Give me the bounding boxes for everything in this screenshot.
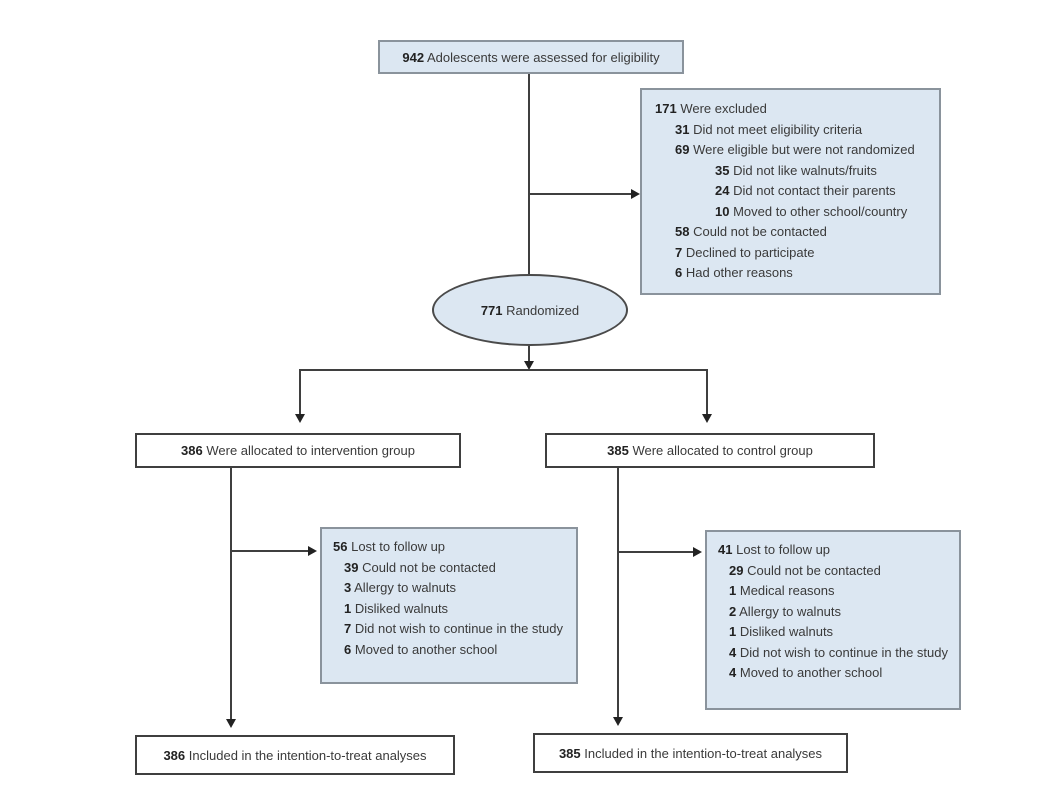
lost-intervention-item: 3 Allergy to walnuts (344, 580, 457, 595)
connector-assessed-to-randomized (528, 74, 530, 274)
lost-control-item: 1 Disliked walnuts (729, 624, 834, 639)
excluded-item: 10 Moved to other school/country (715, 203, 908, 219)
lost-control-item: 4 Moved to another school (729, 665, 883, 680)
allocation-control-box: 385 Were allocated to control group (545, 433, 875, 468)
lost-intervention-item: 1 Disliked walnuts (344, 600, 449, 616)
excluded-item: 6 Had other reasons (675, 265, 793, 280)
connector-branch-excluded (529, 193, 631, 195)
excluded-item: 35 Did not like walnuts/fruits (715, 162, 877, 178)
itt-control-label: 385 Included in the intention-to-treat a… (558, 745, 823, 761)
allocation-control-label: 385 Were allocated to control group (607, 443, 813, 458)
excluded-item: 24 Did not contact their parents (715, 183, 896, 198)
arrowhead-itt-control (613, 717, 623, 726)
excluded-box: 171 Were excluded 31 Did not meet eligib… (640, 88, 941, 295)
lost-control-item: 4 Did not wish to continue in the study (729, 644, 948, 660)
connector-split-right (706, 370, 708, 414)
lost-control-item: 1 Medical reasons (729, 583, 835, 598)
lost-intervention-item: 39 Could not be contacted (344, 559, 496, 575)
lost-intervention-title: 56 Lost to follow up (333, 539, 446, 554)
excluded-item: 69 Were eligible but were not randomized (675, 142, 915, 157)
arrowhead-lost-control (693, 547, 702, 557)
excluded-item: 7 Declined to participate (675, 244, 815, 260)
arrowhead-itt-intervention (226, 719, 236, 728)
excluded-title: 171 Were excluded (655, 101, 767, 116)
arrowhead-split (524, 361, 534, 370)
assessed-box: 942 Adolescents were assessed for eligib… (378, 40, 684, 74)
itt-control-box: 385 Included in the intention-to-treat a… (533, 733, 848, 773)
itt-intervention-box: 386 Included in the intention-to-treat a… (135, 735, 455, 775)
randomized-ellipse: 771 Randomized (432, 274, 628, 346)
arrowhead-lost-intervention (308, 546, 317, 556)
lost-control-box: 41 Lost to follow up 29 Could not be con… (705, 530, 961, 710)
itt-intervention-label: 386 Included in the intention-to-treat a… (163, 747, 427, 763)
assessed-label: 942 Adolescents were assessed for eligib… (402, 49, 660, 65)
connector-intervention-down (230, 468, 232, 720)
connector-split-left (299, 370, 301, 414)
allocation-intervention-label: 386 Were allocated to intervention group (181, 443, 415, 458)
lost-intervention-item: 7 Did not wish to continue in the study (344, 621, 563, 636)
excluded-item: 58 Could not be contacted (675, 224, 827, 239)
lost-intervention-item: 6 Moved to another school (344, 641, 498, 657)
lost-control-item: 29 Could not be contacted (729, 562, 881, 578)
arrowhead-control (702, 414, 712, 423)
randomized-label: 771 Randomized (480, 302, 580, 318)
connector-split-horizontal (299, 369, 708, 371)
arrowhead-intervention (295, 414, 305, 423)
excluded-item: 31 Did not meet eligibility criteria (675, 121, 863, 137)
connector-randomized-down (528, 346, 530, 362)
connector-control-down (617, 468, 619, 718)
connector-branch-lost-intervention (231, 550, 309, 552)
lost-control-title: 41 Lost to follow up (718, 542, 831, 557)
lost-control-item: 2 Allergy to walnuts (729, 603, 842, 619)
connector-branch-lost-control (618, 551, 694, 553)
allocation-intervention-box: 386 Were allocated to intervention group (135, 433, 461, 468)
arrowhead-excluded (631, 189, 640, 199)
lost-intervention-box: 56 Lost to follow up 39 Could not be con… (320, 527, 578, 684)
